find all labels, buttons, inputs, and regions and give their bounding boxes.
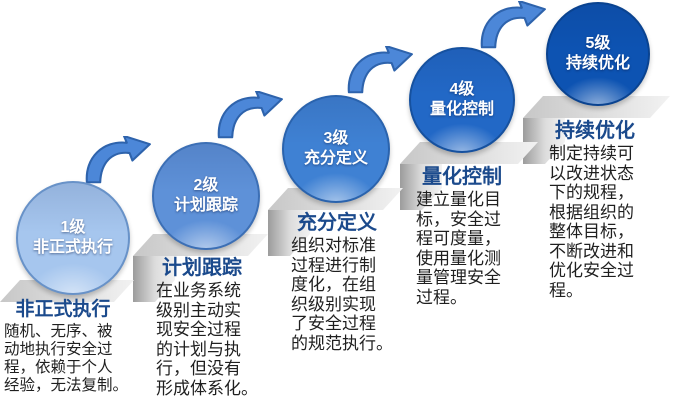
step-riser: [400, 164, 422, 210]
level-5-circle-label: 5级 持续优化: [565, 34, 630, 72]
level-1-circle-label: 1级 非正式执行: [32, 218, 113, 256]
level-2-heading: 计划跟踪: [162, 257, 242, 279]
step-top-level-5: [523, 96, 670, 118]
level-4-text: 量化控制 建立量化目 标，安全过 程可度量， 使用量化测 量管理安全 过程。: [416, 166, 536, 307]
level-4-circle-label: 4级 量化控制: [429, 80, 494, 118]
level-4-circle: 4级 量化控制: [409, 47, 515, 153]
level-3-circle: 3级 充分定义: [282, 95, 390, 203]
step-top-level-4: [400, 142, 538, 164]
level-5-circle: 5级 持续优化: [546, 2, 650, 106]
level-3-description: 组织对标准 过程进行制 度化，在组 织级别实现 了安全过程 的规范执行。: [291, 236, 393, 353]
level-5-description: 制定持续可 以改进状态 下的规程， 根据组织的 整体目标， 不断改进和 优化安全…: [549, 144, 634, 300]
level-1-heading: 非正式执行: [15, 299, 111, 320]
level-4-heading: 量化控制: [422, 166, 502, 188]
level-4-description: 建立量化目 标，安全过 程可度量， 使用量化测 量管理安全 过程。: [416, 190, 501, 307]
level-1-circle: 1级 非正式执行: [16, 181, 130, 295]
level-2-circle: 2级 计划跟踪: [152, 142, 260, 250]
level-5-text: 持续优化 制定持续可 以改进状态 下的规程， 根据组织的 整体目标， 不断改进和…: [549, 120, 669, 300]
curved-up-arrow-icon: [217, 91, 283, 139]
step-riser: [133, 256, 155, 302]
step-riser: [523, 118, 545, 164]
curved-up-arrow-icon: [347, 46, 413, 94]
level-3-heading: 充分定义: [297, 212, 377, 234]
step-riser: [268, 210, 290, 256]
level-5-heading: 持续优化: [555, 120, 635, 142]
curved-up-arrow-icon: [85, 136, 151, 184]
level-2-description: 在业务系统 级别主动实 现安全过程 的计划与执 行，但没有 形成体系化。: [156, 281, 258, 398]
level-1-description: 随机、无序、被 动地执行安全过 程，依赖于个人 经验，无法复制。: [4, 322, 129, 394]
level-2-circle-label: 2级 计划跟踪: [173, 176, 238, 214]
curved-up-arrow-icon: [480, 1, 546, 49]
level-1-text: 非正式执行 随机、无序、被 动地执行安全过 程，依赖于个人 经验，无法复制。: [4, 299, 134, 395]
level-2-text: 计划跟踪 在业务系统 级别主动实 现安全过程 的计划与执 行，但没有 形成体系化…: [156, 257, 276, 398]
level-3-circle-label: 3级 充分定义: [303, 129, 368, 167]
level-3-text: 充分定义 组织对标准 过程进行制 度化，在组 织级别实现 了安全过程 的规范执行…: [291, 212, 411, 353]
